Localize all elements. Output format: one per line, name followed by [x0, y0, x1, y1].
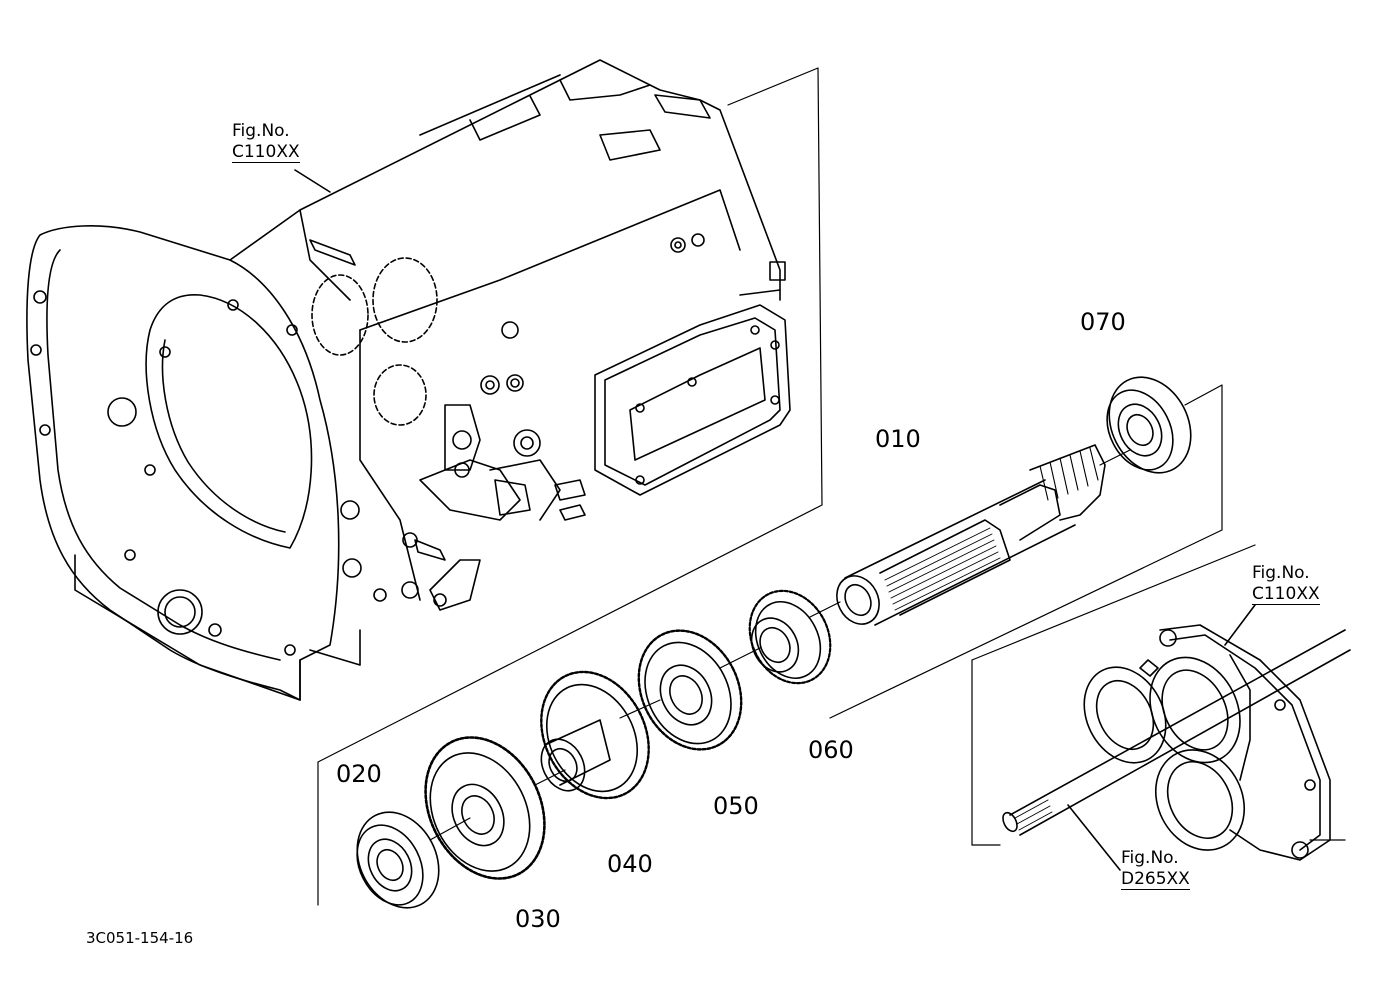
part-060-gear	[748, 589, 832, 685]
part-010-shaft	[836, 444, 1106, 626]
part-050-gear	[637, 629, 743, 751]
fig-ref-code: C110XX	[232, 142, 300, 163]
transmission-case	[26, 59, 791, 701]
callout-020[interactable]: 020	[336, 760, 382, 788]
exploded-view-frame	[317, 67, 1346, 906]
callout-030[interactable]: 030	[515, 905, 561, 933]
fig-ref-label: Fig.No.	[232, 121, 290, 141]
callout-010[interactable]: 010	[875, 425, 921, 453]
drawing-number: 3C051-154-16	[86, 929, 194, 947]
fig-ref-top-housing[interactable]: Fig.No. C110XX	[232, 121, 300, 163]
part-070-bearing	[1106, 376, 1192, 474]
callout-040[interactable]: 040	[607, 850, 653, 878]
fig-ref-label: Fig.No.	[1121, 848, 1179, 868]
right-case-assembly	[1002, 604, 1351, 871]
callout-050[interactable]: 050	[713, 792, 759, 820]
fig-ref-shaft[interactable]: Fig.No. D265XX	[1121, 848, 1190, 890]
part-040-gear	[540, 670, 650, 800]
part-020-bearing	[356, 811, 440, 909]
fig-ref-label: Fig.No.	[1252, 563, 1310, 583]
fig-ref-right-case[interactable]: Fig.No. C110XX	[1252, 563, 1320, 605]
fig-ref-code: D265XX	[1121, 869, 1190, 890]
callout-070[interactable]: 070	[1080, 308, 1126, 336]
callout-060[interactable]: 060	[808, 736, 854, 764]
part-030-gear	[424, 736, 546, 880]
shaft-axis-line	[429, 449, 1131, 841]
fig-ref-code: C110XX	[1252, 584, 1320, 605]
